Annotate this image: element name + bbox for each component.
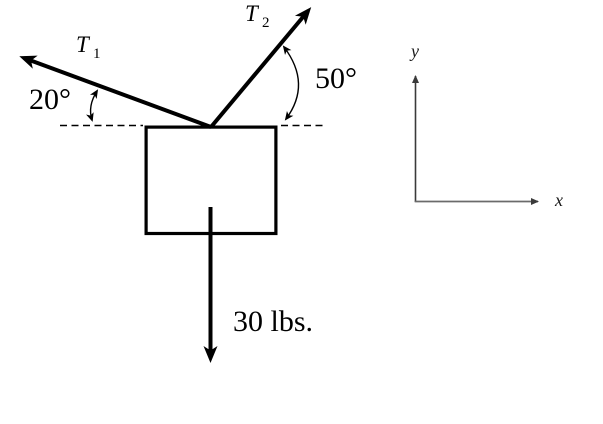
t2-force-arrow <box>209 7 312 129</box>
x-axis-label: x <box>554 190 563 210</box>
t1-label: T <box>76 32 91 57</box>
block-rectangle <box>144 125 278 236</box>
y-axis-label: y <box>409 41 419 61</box>
t1-angle-arc <box>86 89 99 122</box>
t2-angle-arc <box>282 45 300 121</box>
t1-angle-label: 20° <box>29 83 71 116</box>
t1-force-arrow <box>19 55 212 129</box>
t2-angle-label: 50° <box>315 62 357 95</box>
t2-label: T <box>245 1 260 26</box>
t2-label-subscript: 2 <box>262 15 270 31</box>
t1-label-subscript: 1 <box>93 46 101 62</box>
weight-label: 30 lbs. <box>233 305 313 338</box>
